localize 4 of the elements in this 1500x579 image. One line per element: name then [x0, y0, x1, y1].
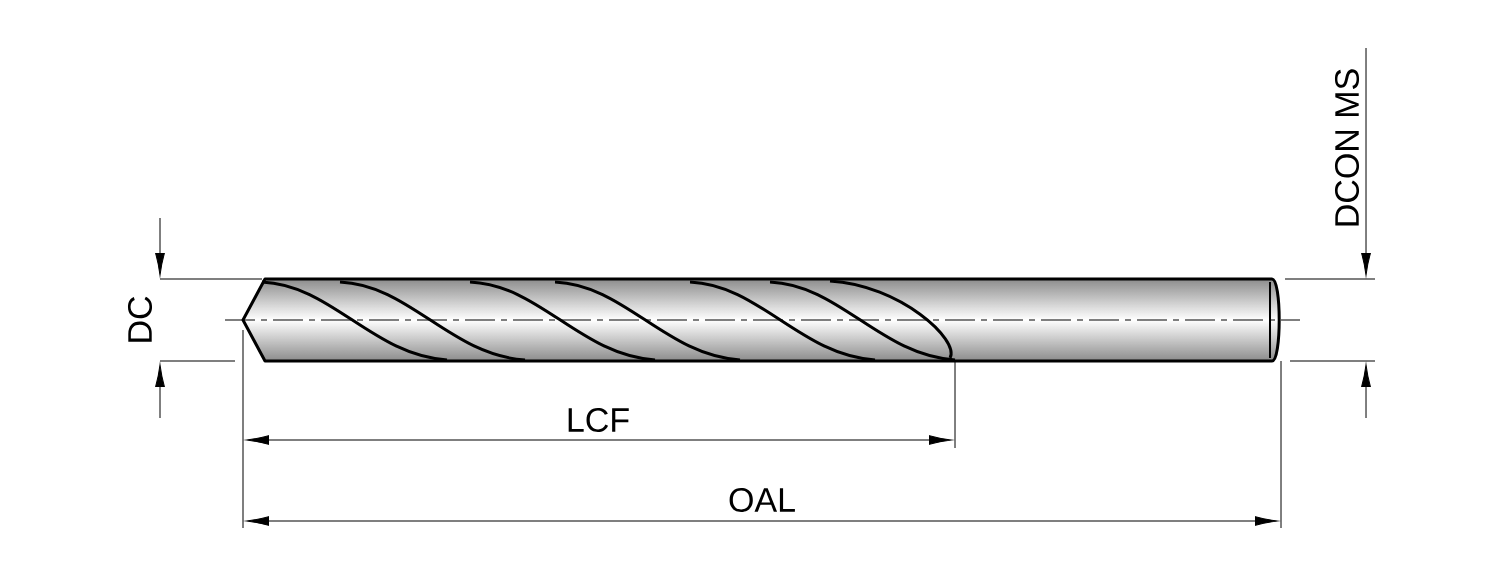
dimension-label: DC: [127, 296, 153, 342]
dimension-label: LCF: [568, 407, 629, 433]
dimension-label: DCON MS: [1334, 69, 1360, 226]
dimension-label: OAL: [729, 487, 795, 513]
